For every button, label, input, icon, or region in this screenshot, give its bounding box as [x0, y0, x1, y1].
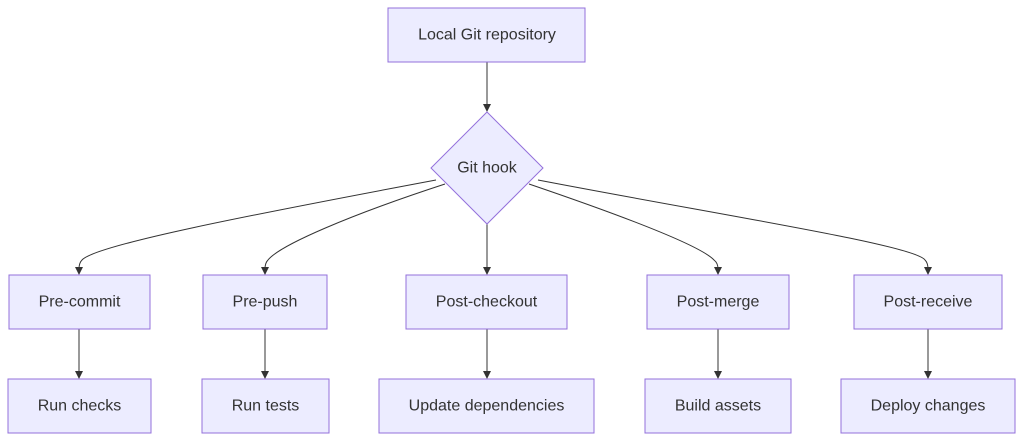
edge-arrowhead: [483, 104, 491, 112]
node-build-assets: Build assets: [644, 378, 792, 434]
edge-arrowhead: [924, 371, 932, 379]
edge-arrowhead: [261, 267, 269, 275]
node-label: Git hook: [457, 160, 518, 177]
node-label: Deploy changes: [871, 398, 986, 415]
node-label: Run checks: [38, 398, 122, 415]
edge-arrowhead: [261, 371, 269, 379]
node-post-merge: Post-merge: [646, 274, 790, 330]
node-label: Post-merge: [677, 294, 760, 311]
node-label: Post-receive: [884, 294, 973, 311]
node-label: Pre-push: [233, 294, 298, 311]
node-local-git-repository: Local Git repository: [387, 7, 586, 63]
edge-arrowhead: [75, 371, 83, 379]
node-label: Run tests: [232, 398, 300, 415]
node-label: Pre-commit: [39, 294, 121, 311]
node-label: Local Git repository: [418, 27, 556, 44]
node-label: Post-checkout: [436, 294, 538, 311]
edge-arrowhead: [924, 267, 932, 275]
node-post-checkout: Post-checkout: [405, 274, 568, 330]
node-run-checks: Run checks: [7, 378, 152, 434]
edge-arrowhead: [483, 371, 491, 379]
edge-hook-to-pre-commit: [78, 179, 437, 270]
edge-arrowhead: [714, 371, 722, 379]
node-deploy-changes: Deploy changes: [840, 378, 1016, 434]
edge-arrowhead: [714, 267, 722, 275]
node-update-dependencies: Update dependencies: [378, 378, 595, 434]
edge-arrowhead: [483, 267, 491, 275]
node-pre-push: Pre-push: [202, 274, 328, 330]
node-post-receive: Post-receive: [853, 274, 1003, 330]
node-pre-commit: Pre-commit: [8, 274, 151, 330]
edge-hook-to-pre-push: [264, 183, 446, 270]
edge-hook-to-post-receive: [537, 179, 929, 270]
edges: [75, 62, 932, 379]
node-label: Build assets: [675, 398, 761, 415]
node-git-hook-decision: Git hook: [430, 111, 544, 225]
node-run-tests: Run tests: [201, 378, 330, 434]
edge-hook-to-post-merge: [528, 183, 719, 270]
edge-arrowhead: [75, 267, 83, 275]
node-label: Update dependencies: [409, 398, 565, 415]
